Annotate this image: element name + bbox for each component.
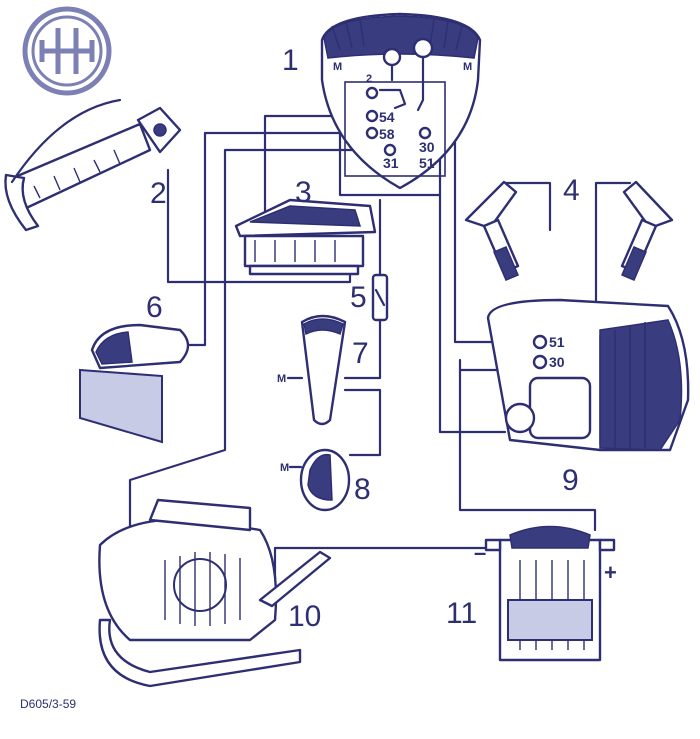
bosch-logo bbox=[22, 6, 112, 96]
generator-terminal-51: 51 bbox=[549, 334, 565, 350]
fuse bbox=[371, 273, 389, 322]
headlamp-mark-left: M bbox=[333, 61, 342, 73]
callout-numbers: 1 2 3 4 5 6 7 8 9 10 11 bbox=[146, 44, 580, 633]
battery bbox=[484, 525, 616, 662]
brake-lamp-mark: M bbox=[277, 373, 286, 385]
terminal-58: 58 bbox=[379, 126, 395, 142]
callout-10: 10 bbox=[288, 600, 321, 633]
ignition-switch bbox=[234, 198, 377, 276]
spark-plugs bbox=[464, 180, 674, 281]
terminal-30: 30 bbox=[419, 139, 435, 155]
callout-2: 2 bbox=[150, 177, 167, 210]
tail-lamp bbox=[288, 448, 351, 512]
handlebar-switch bbox=[4, 98, 182, 232]
callout-7: 7 bbox=[352, 337, 369, 370]
engine bbox=[98, 498, 332, 688]
callout-3: 3 bbox=[295, 176, 312, 209]
terminal-51: 51 bbox=[419, 155, 435, 171]
terminal-labels: 54 58 31 30 51 M M 51 30 M M – + bbox=[277, 61, 617, 585]
callout-6: 6 bbox=[146, 291, 163, 324]
brake-lamp bbox=[286, 314, 347, 426]
callout-5: 5 bbox=[350, 281, 367, 314]
callout-11: 11 bbox=[446, 597, 477, 630]
headlamp-switch-unit: 2 bbox=[320, 12, 482, 190]
battery-plus: + bbox=[604, 560, 617, 585]
tail-lamp-mark: M bbox=[280, 462, 289, 474]
horn bbox=[79, 323, 190, 444]
generator-ignition-unit bbox=[486, 298, 690, 452]
battery-minus: – bbox=[474, 540, 486, 565]
terminal-54: 54 bbox=[379, 109, 395, 125]
svg-text:2: 2 bbox=[366, 73, 372, 85]
terminal-31: 31 bbox=[383, 155, 399, 171]
callout-9: 9 bbox=[562, 464, 579, 497]
drawing-code: D605/3-59 bbox=[20, 697, 76, 711]
callout-8: 8 bbox=[354, 473, 371, 506]
callout-1: 1 bbox=[282, 44, 299, 77]
headlamp-mark-right: M bbox=[463, 61, 472, 73]
generator-terminal-30: 30 bbox=[549, 354, 565, 370]
callout-4: 4 bbox=[563, 174, 580, 207]
